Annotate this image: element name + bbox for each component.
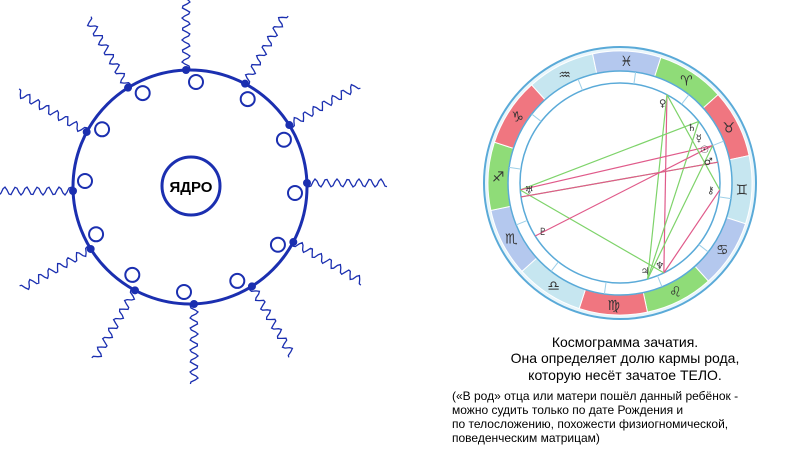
zodiac-sign-glyph: ♎: [547, 278, 560, 294]
aspect-line: [520, 120, 700, 191]
planet-glyph: ♃: [641, 266, 650, 277]
receptor-tail: [86, 16, 132, 89]
receptor-tail: [244, 15, 289, 85]
planet-glyph: ⚷: [707, 185, 714, 196]
planet-glyph: ♄: [687, 123, 696, 134]
aspect-line: [520, 161, 718, 198]
receptor-tail: [0, 186, 74, 197]
aspect-line: [646, 94, 668, 280]
receptor-ring: [88, 226, 105, 243]
note-line-4: поведенческим матрицам): [452, 431, 600, 445]
house-divider: [515, 219, 528, 226]
zodiac-sign-glyph: ♋: [716, 242, 729, 258]
receptor-ring: [176, 284, 192, 300]
planet-glyph: ♅: [525, 185, 534, 196]
aspect-line: [666, 94, 721, 191]
caption-line-2: Она определяет долю кармы рода,: [510, 350, 740, 366]
note-line-3: по телосложению, похожести физиогномичес…: [452, 417, 729, 431]
aspect-line: [647, 145, 714, 280]
zodiac-sign-glyph: ♓: [620, 54, 633, 70]
receptor-tail: [91, 289, 136, 359]
house-divider: [577, 78, 584, 91]
zodiac-sign-glyph: ♌: [669, 285, 682, 301]
receptor-dot: [285, 121, 294, 130]
planet-glyph: ♀: [659, 99, 666, 110]
receptor-tail: [189, 303, 200, 385]
aspect-line: [534, 145, 713, 237]
planet-glyph: ♇: [538, 227, 547, 238]
house-divider: [681, 94, 690, 105]
zodiac-sign-glyph: ♊: [736, 182, 749, 198]
receptor-tail: [292, 241, 362, 286]
zodiac-ring: ♈ ♉ ♊ ♋ ♌ ♍ ♎ ♏ ♐ ♑ ♒ ♓: [483, 46, 757, 320]
receptor-tail: [306, 177, 388, 188]
receptors: [0, 0, 388, 385]
receptor-tail: [180, 0, 191, 71]
aspect-line: [519, 189, 665, 274]
cell-diagram: ЯДРО: [0, 0, 388, 385]
zodiac-sign-glyph: ♑: [511, 110, 524, 126]
planet-glyph: ♂: [704, 157, 713, 168]
cosmogram-chart: ♈ ♉ ♊ ♋ ♌ ♍ ♎ ♏ ♐ ♑ ♒ ♓ ♀ ♄☿☉♂ ⚷ ♆ ♃ ♅ ♇: [483, 46, 757, 320]
house-divider: [718, 196, 731, 200]
zodiac-sign-glyph: ♍: [607, 298, 620, 314]
zodiac-sign-glyph: ♒: [558, 67, 571, 83]
receptor-ring: [275, 131, 292, 148]
house-divider: [712, 140, 725, 147]
zodiac-sign-glyph: ♈: [680, 74, 693, 90]
core-circle: [160, 155, 222, 217]
aspect-line: [520, 144, 713, 191]
receptor-ring: [134, 85, 151, 102]
receptor-ring: [269, 236, 286, 253]
planet-glyph: ☿: [696, 134, 702, 145]
planet-glyph: ☉: [700, 145, 709, 156]
house-divider: [509, 166, 522, 170]
receptor-tail: [248, 285, 294, 358]
receptor-ring: [124, 266, 141, 283]
house-divider: [531, 113, 542, 122]
receptor-tail: [18, 88, 88, 133]
receptor-ring: [239, 91, 256, 108]
planet-glyphs: ♀ ♄☿☉♂ ⚷ ♆ ♃ ♅ ♇: [525, 99, 715, 278]
house-divider: [633, 72, 637, 85]
planet-glyph: ♆: [655, 261, 664, 272]
receptor-tail: [288, 83, 361, 129]
house-divider: [698, 244, 709, 253]
core-label: ЯДРО: [170, 179, 213, 196]
receptor-ring: [188, 74, 204, 90]
note-line-1: («В род» отца или матери пошёл данный ре…: [452, 389, 739, 403]
zodiac-sign-glyph: ♐: [492, 170, 505, 186]
receptor-tail: [19, 245, 92, 291]
caption-title: Космограмма зачатия.: [551, 334, 699, 350]
zodiac-sign-glyph: ♉: [722, 121, 735, 137]
receptor-ring: [287, 185, 303, 201]
aspect-line: [646, 121, 700, 280]
aspect-lines: [519, 94, 721, 280]
note-line-2: можно судить только по дате Рождения и: [452, 403, 684, 417]
house-divider: [550, 261, 559, 272]
receptor-ring: [94, 121, 111, 138]
zodiac-sign-glyph: ♏: [505, 231, 518, 247]
house-divider: [603, 281, 607, 294]
house-divider: [656, 275, 663, 288]
aspect-line: [663, 94, 668, 273]
receptor-ring: [229, 272, 246, 289]
caption-line-3: которую несёт зачатое ТЕЛО.: [528, 367, 722, 383]
aspect-line: [663, 189, 721, 274]
receptor-ring: [77, 173, 93, 189]
